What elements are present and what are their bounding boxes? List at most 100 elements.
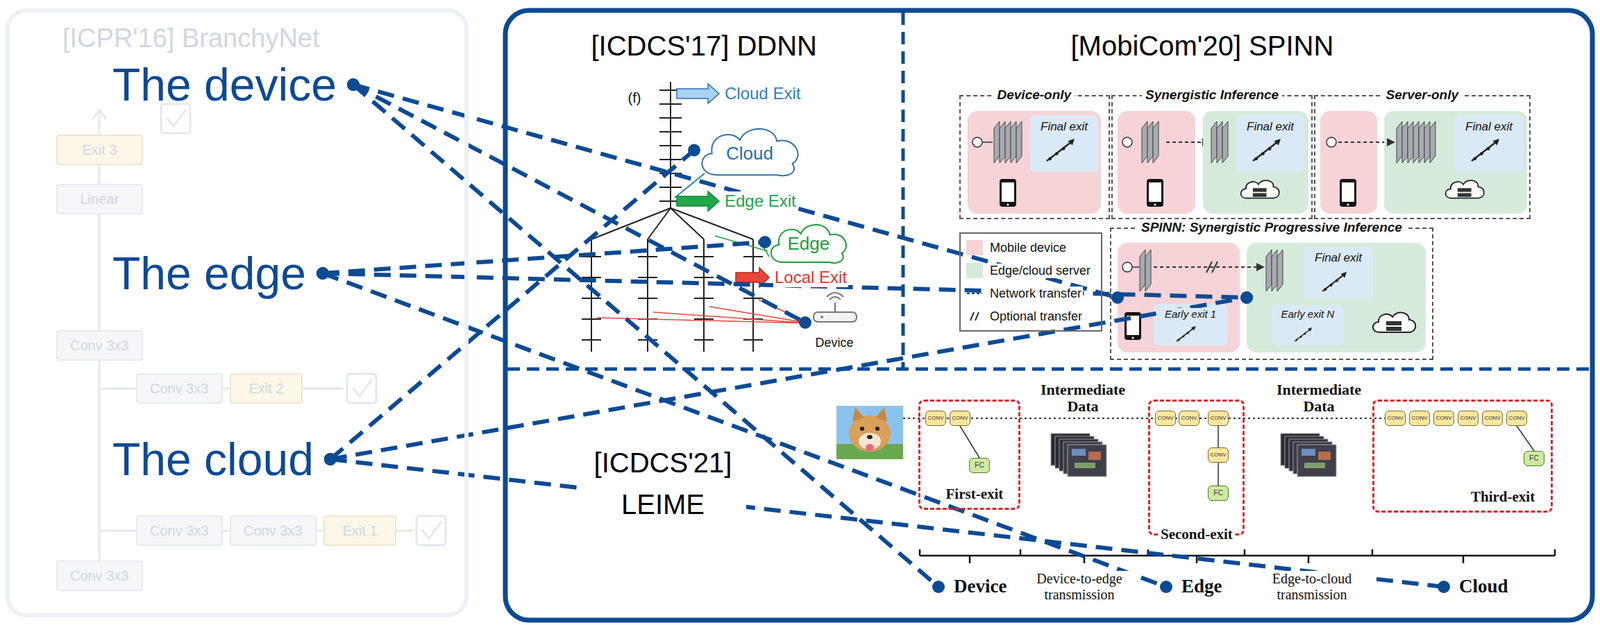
connector-dot [347,78,360,91]
router-icon [805,291,864,334]
spinn-modes [1454,115,1523,173]
server-region: Final exitEarly exit N [1246,242,1426,353]
leime-figure [875,407,888,423]
legend-text: Optional transfer [988,309,1084,325]
spinn-progressive [1206,261,1218,273]
ddnn-tree [676,191,720,212]
spinn-modes [1117,111,1196,214]
faded-network [422,521,442,539]
conv-block: CONV [925,410,947,427]
cloud-outline [771,224,847,264]
transmission-label: Edge-to-cloud transmission [1252,571,1371,604]
spinn-progressive [1139,249,1146,292]
connector-dot [316,267,330,280]
spinn-progressive [1246,242,1426,353]
tier-axis-label: Edge [1166,576,1226,598]
spinn-modes [1338,141,1389,143]
legend-row: Network transfer [966,283,1083,304]
spinn-box: SPINN: Synergistic Progressive Inference… [1109,227,1434,361]
node-text: The device [112,59,337,111]
spinn-progressive [1153,304,1228,346]
spinn-modes [1339,179,1357,207]
leime-figure [1050,433,1107,477]
leime-figure [1280,433,1337,477]
device-node: Device [805,291,864,355]
spinn-modes [1413,121,1419,164]
spinn-modes [1222,121,1228,164]
connector [324,291,1253,466]
faded-network [92,104,446,561]
conv-block: CONV [1207,447,1229,463]
node-text: Conv 3x3 [70,568,130,585]
ddnn-tree [676,83,720,104]
spinn-modes [1429,121,1436,164]
faded-exit-box: Exit 2 [229,373,303,404]
connector-dot [758,236,772,249]
exit-label: Local Exit [773,267,849,288]
spinn-modes [982,141,993,143]
node-text: Final exit [1039,120,1090,134]
leime-figure [848,415,891,452]
node-text: Device [953,576,1007,598]
node-text: Edge [1181,576,1223,598]
spinn-modes [1030,115,1099,173]
connector-dot [1240,291,1253,305]
node-text: Conv 3x3 [149,381,209,398]
node-text: Final exit [1245,120,1296,134]
leime-figure [866,435,873,440]
spinn-progressive [1145,249,1151,292]
spinn-modes [1471,138,1500,162]
spinn-progressive [1322,272,1347,292]
conv-block: CONV [1384,410,1406,427]
node-text: The cloud [112,434,314,486]
node-text: Edge [787,233,831,255]
spinn-progressive [1122,262,1133,273]
node-text: Early exit N [1280,308,1337,320]
connector-dot [316,267,330,280]
tier-axis-label: Cloud [1443,576,1512,598]
tier-label: The cloud [112,434,331,486]
mode-box: Device-onlyFinal exit [959,95,1110,220]
node-text: The edge [112,248,307,300]
connector-line [353,84,806,323]
node-text: Conv 3x3 [149,523,209,540]
spinn-modes [1166,141,1204,143]
node-text: Conv 3x3 [243,523,303,540]
panel-title: [MobiCom'20] SPINN [1068,29,1337,62]
spinn-modes [1147,121,1153,164]
panel-title: [ICDCS'21] LEIME [579,442,747,526]
leime-figure [852,407,865,423]
spinn-modes [972,137,983,148]
legend-text: Mobile device [988,240,1068,256]
node-text: Synergistic Inference [1141,87,1283,103]
spinn-modes [1384,111,1528,214]
router-icon [826,292,844,313]
data-label: Intermediate Data [1030,381,1135,416]
transmission-label: Device-to-edge transmission [1020,571,1139,604]
node-text: SPINN: Synergistic Progressive Inference [1137,220,1406,236]
node-text: Exit 2 [249,381,284,398]
spinn-modes [967,111,1101,214]
node-text: Conv 3x3 [70,338,130,355]
node-text: Second-exit [1158,526,1235,543]
connector [347,78,812,330]
connector-dot [932,580,945,594]
spinn-modes [994,121,1000,164]
faded-network [416,516,446,546]
faded-layer-box: Conv 3x3 [229,515,317,547]
connector-line [322,273,1167,588]
node-text: Exit 1 [342,523,378,540]
spinn-modes [1386,138,1396,147]
spinn-modes [1005,121,1011,164]
faded-layer-box: Conv 3x3 [136,373,223,404]
leime-figure [865,444,874,452]
node-text: Final exit [1313,251,1364,266]
data-label: Intermediate Data [1266,381,1371,416]
spinn-modes [1122,137,1133,148]
connector-dot [324,453,337,466]
node-text: Early exit 1 [1163,308,1218,320]
spinn-progressive [1271,249,1278,292]
spinn-modes [1152,121,1159,164]
spinn-progressive [1294,327,1312,342]
conv-block: CONV [1481,410,1503,427]
